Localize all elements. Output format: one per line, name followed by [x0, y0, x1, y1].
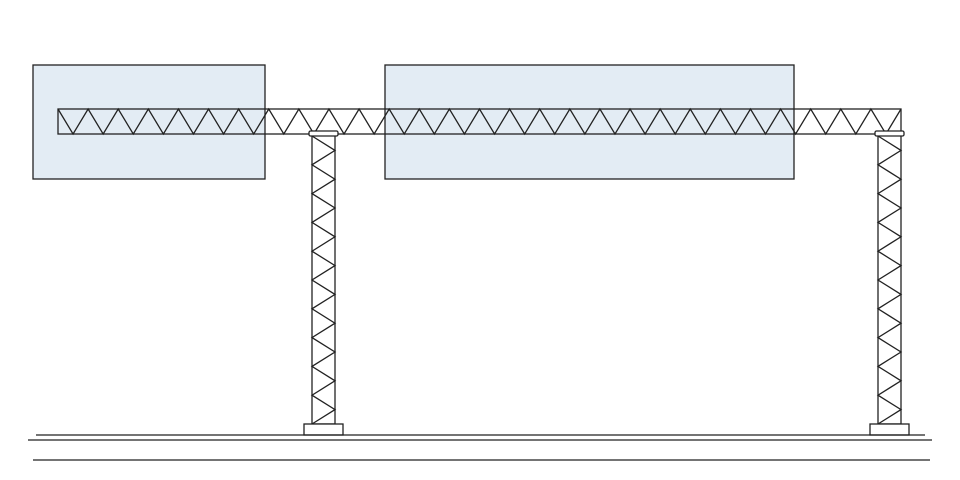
ground-lines [28, 434, 932, 461]
horizontal-truss [57, 107, 902, 136]
column-right-base-plate [869, 423, 910, 436]
column-right-cap-plate [874, 130, 905, 137]
column-left [303, 130, 344, 436]
column-left-cap-plate [308, 130, 339, 137]
truss-web-diagonals [57, 107, 902, 136]
column-right-web-diagonals [876, 135, 903, 425]
sign-panel-left [32, 64, 266, 180]
column-left-base-plate [303, 423, 344, 436]
sign-panel-right [384, 64, 795, 180]
column-left-web-diagonals [310, 135, 337, 425]
sign-panels [32, 64, 795, 180]
column-right [869, 130, 910, 436]
